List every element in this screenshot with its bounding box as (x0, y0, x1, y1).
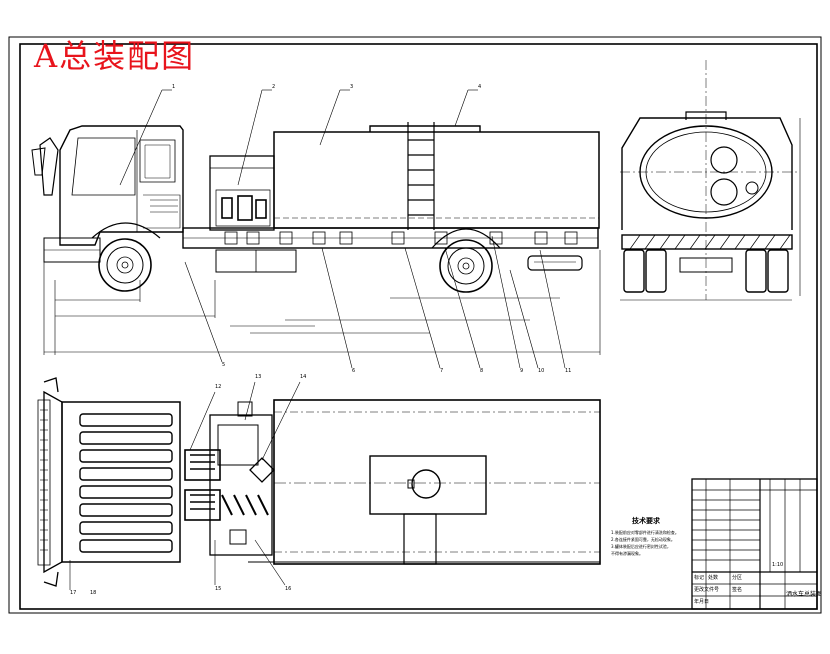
tb-row-sign: 签名 (732, 587, 743, 593)
top-view (37, 377, 601, 590)
pump-box (209, 155, 275, 231)
note-line-1: 1.装配前应对零部件进行清洗和检查。 (611, 530, 679, 535)
part-balloon-1: 1 (172, 84, 175, 90)
manhole-icon (411, 469, 441, 499)
part-balloon-2: 2 (272, 84, 275, 90)
water-tank (273, 131, 600, 229)
note-line-2: 2.各连接件紧固可靠，无松动现象。 (611, 537, 675, 542)
part-balloon-11: 11 (565, 368, 571, 374)
cab-outline (59, 125, 184, 246)
dimension-lines (43, 250, 601, 355)
part-balloon-5: 5 (222, 362, 225, 368)
tb-row-count: 处数 (708, 575, 719, 581)
tb-scale: 1:10 (772, 562, 784, 568)
ladder (407, 122, 435, 230)
part-balloon-6: 6 (352, 368, 355, 374)
drawing-title: A总装配图 (34, 37, 196, 75)
part-balloon-8: 8 (480, 368, 483, 374)
leader-lines (119, 89, 566, 369)
inner-border (19, 43, 818, 610)
tb-row-mark: 标记 (694, 575, 705, 581)
title-block (691, 478, 818, 610)
part-balloon-16: 16 (285, 586, 291, 592)
note-line-4: 不得有渗漏现象。 (611, 551, 643, 556)
part-balloon-3: 3 (350, 84, 353, 90)
rear-view (620, 60, 801, 301)
rear-wheel (439, 239, 493, 293)
note-line-3: 3.罐体装配后应进行密封性试验， (611, 544, 671, 549)
tb-row-zone: 分区 (732, 575, 743, 581)
part-balloon-13: 13 (255, 374, 261, 380)
technical-notes-heading: 技术要求 (632, 517, 660, 525)
part-balloon-18: 18 (90, 590, 96, 596)
tank-top (273, 399, 601, 565)
part-balloon-9: 9 (520, 368, 523, 374)
part-balloon-12: 12 (215, 384, 221, 390)
manhole-platform (369, 455, 487, 515)
part-balloon-4: 4 (478, 84, 481, 90)
part-balloon-17: 17 (70, 590, 76, 596)
tb-row-doc: 更改文件号 (694, 587, 720, 593)
side-view (31, 89, 601, 369)
part-balloon-10: 10 (538, 368, 544, 374)
part-balloon-15: 15 (215, 586, 221, 592)
part-balloon-7: 7 (440, 368, 443, 374)
tb-row-date: 年月日 (694, 599, 710, 605)
outer-border (8, 36, 822, 614)
tb-drawing-name: 洒水车总装图 (786, 591, 823, 598)
part-balloon-14: 14 (300, 374, 306, 380)
